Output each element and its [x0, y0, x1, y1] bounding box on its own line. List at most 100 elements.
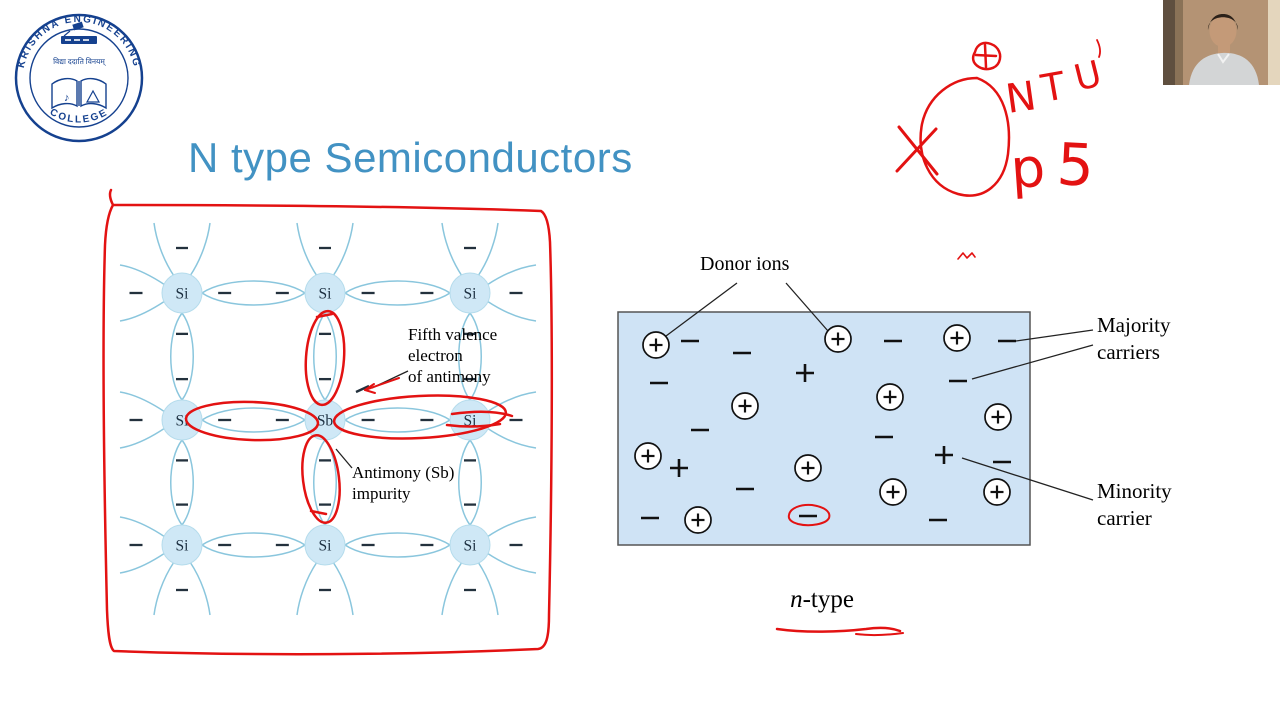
n-type-block: [617, 311, 1031, 546]
minority-line2: carrier: [1097, 506, 1152, 530]
n-type-caption: n-type: [762, 586, 882, 614]
edge-bond: [119, 300, 166, 322]
atom-label-si: Si: [464, 538, 478, 555]
atom-label-sb: Sb: [317, 413, 334, 430]
fifth-valence-line3: of antimony: [408, 367, 491, 386]
covalent-bond: [201, 280, 307, 306]
edge-bond: [119, 516, 166, 538]
edge-bond: [486, 427, 537, 449]
majority-carriers-label: Majority carriers: [1097, 312, 1171, 366]
edge-bond: [486, 516, 537, 538]
edge-bond: [296, 561, 318, 616]
donor-ions-label: Donor ions: [700, 253, 790, 275]
edge-bond: [153, 222, 175, 277]
edge-bond: [119, 427, 166, 449]
fifth-valence-line1: Fifth valence: [408, 325, 498, 344]
college-logo: KRISHNA ENGINEERING COLLEGE विद्या ददाति…: [14, 13, 144, 143]
edge-bond: [189, 222, 211, 277]
fifth-valence-label: Fifth valence electron of antimony: [408, 324, 497, 387]
edge-bond: [189, 561, 211, 616]
donor-pointer-left: [665, 282, 738, 337]
satellite-icon: [63, 21, 84, 37]
edge-bond: [296, 222, 318, 277]
logo-banner: [61, 36, 97, 44]
atom-label-si: Si: [464, 286, 478, 303]
donor-pointer-right: [785, 282, 829, 332]
donor-ion-symbol: [794, 454, 822, 482]
slide-title: N type Semiconductors: [188, 134, 633, 181]
edge-bond: [486, 264, 537, 286]
covalent-bond: [344, 532, 452, 558]
edge-bond: [477, 561, 499, 616]
atom-label-si: Si: [319, 286, 333, 303]
atom-label-si: Si: [176, 538, 190, 555]
majority-pointer-upper: [1015, 329, 1094, 342]
impurity-line2: impurity: [352, 484, 411, 503]
majority-pointer-lower: [971, 344, 1094, 380]
covalent-bond: [344, 280, 452, 306]
fifth-valence-line2: electron: [408, 346, 463, 365]
edge-bond: [119, 264, 166, 286]
donor-ion-symbol: [642, 331, 670, 359]
edge-bond: [486, 552, 537, 574]
covalent-bond: [201, 407, 307, 433]
majority-line1: Majority: [1097, 313, 1171, 337]
donor-ion-symbol: [983, 478, 1011, 506]
donor-ion-symbol: [824, 325, 852, 353]
impurity-pointer: [335, 448, 353, 469]
presenter-person: [1189, 14, 1259, 85]
caption-type: -type: [802, 586, 854, 613]
open-book-icon: [51, 77, 107, 110]
majority-line2: carriers: [1097, 340, 1160, 364]
fifth-electron-dash: [355, 384, 370, 394]
donor-ion-symbol: [634, 442, 662, 470]
logo-inner-ring: [29, 28, 129, 128]
hole-symbol: [796, 364, 814, 382]
covalent-bond: [344, 407, 452, 433]
edge-bond: [477, 222, 499, 277]
hole-symbol: [935, 446, 953, 464]
fifth-electron-pointer: [371, 370, 409, 389]
hole-symbol: [670, 459, 688, 477]
atom-label-si: Si: [176, 286, 190, 303]
covalent-bond: [170, 312, 194, 402]
edge-bond: [332, 561, 354, 616]
donor-ion-symbol: [876, 383, 904, 411]
donor-ion-symbol: [684, 506, 712, 534]
music-note-icon: ♪: [64, 92, 70, 104]
donor-ion-symbol: [943, 324, 971, 352]
caption-n: n: [790, 586, 803, 613]
antimony-impurity-label: Antimony (Sb) impurity: [352, 462, 454, 504]
presenter-video: [1163, 0, 1280, 85]
logo-motto: विद्या ददाति विनयम्: [53, 57, 106, 66]
n-type-material-box: [617, 311, 1031, 546]
impurity-line1: Antimony (Sb): [352, 463, 455, 482]
edge-bond: [441, 222, 463, 277]
minority-line1: Minority: [1097, 479, 1172, 503]
edge-bond: [486, 391, 537, 413]
edge-bond: [441, 561, 463, 616]
covalent-bond: [458, 439, 482, 527]
covalent-bond: [313, 312, 337, 402]
edge-bond: [119, 552, 166, 574]
edge-bond: [486, 300, 537, 322]
edge-bond: [119, 391, 166, 413]
edge-bond: [332, 222, 354, 277]
donor-ion-symbol: [984, 403, 1012, 431]
covalent-bond: [313, 439, 337, 527]
minority-carrier-label: Minority carrier: [1097, 478, 1172, 532]
logo-outer-ring: [14, 13, 144, 143]
donor-ion-symbol: [879, 478, 907, 506]
edge-bond: [153, 561, 175, 616]
atom-label-si: Si: [319, 538, 333, 555]
webcam-thumbnail: [1163, 0, 1280, 85]
donor-ion-symbol: [731, 392, 759, 420]
atom-label-si: Si: [176, 413, 190, 430]
covalent-bond: [170, 439, 194, 527]
minority-pointer: [961, 457, 1094, 501]
covalent-bond: [201, 532, 307, 558]
flask-icon: [85, 89, 101, 103]
